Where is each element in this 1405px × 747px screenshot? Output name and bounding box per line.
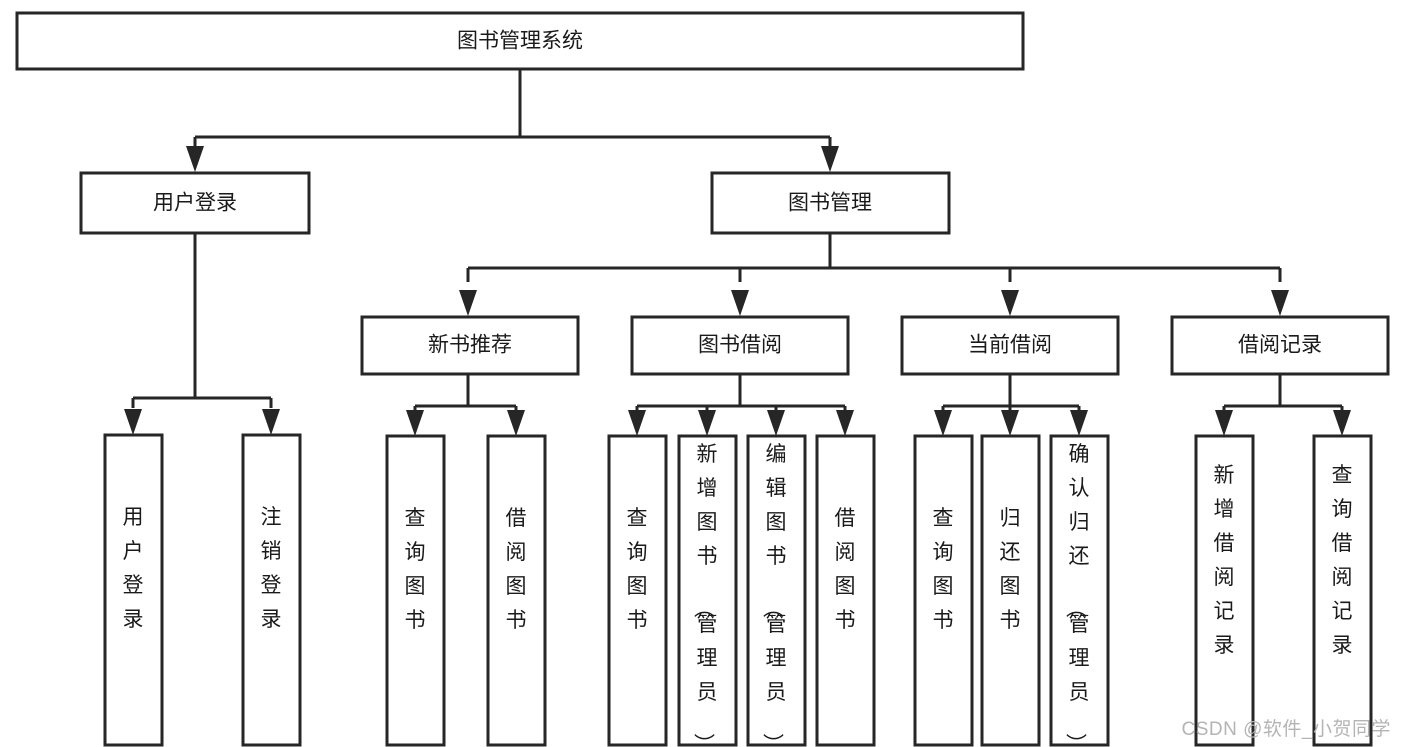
node-leaf-query-book-2[interactable]: 查询图书 [607,434,668,747]
node-leaf-borrow-book-1-box[interactable] [486,434,547,747]
node-book-borrow-label: 图书借阅 [698,334,782,357]
node-leaf-user-login-label: 用户登录 [123,506,144,631]
node-current-borrow-label: 当前借阅 [968,334,1052,357]
node-leaf-user-login-box[interactable] [103,433,164,747]
node-leaf-borrow-book-1[interactable]: 借阅图书 [486,434,547,747]
arrow-to-new-book-rec [459,290,477,316]
node-user-login-box[interactable] [79,171,311,235]
node-leaf-query-book-2-label: 查询图书 [627,507,648,632]
connector-bookmanage-to-level3 [466,233,1282,282]
arrow-to-leaf-return-book [1001,410,1019,436]
node-new-book-rec-box[interactable] [360,315,580,376]
node-leaf-confirm-return-box[interactable] [1049,434,1110,747]
arrow-to-user-login [186,146,204,172]
csdn-watermark: CSDN @软件_小贺同学 [1181,719,1391,740]
node-leaf-add-record-box[interactable] [1194,434,1255,747]
node-leaf-return-book[interactable]: 归还图书 [980,434,1041,747]
node-root[interactable]: 图书管理系统 [15,11,1025,71]
node-user-login-label: 用户登录 [153,192,237,215]
node-leaf-add-book[interactable]: 新增图书（管理员） [677,434,738,747]
node-leaf-borrow-book-2-box[interactable] [815,434,876,747]
node-book-borrow-box[interactable] [630,315,850,376]
node-leaf-query-book-3-label: 查询图书 [933,507,954,632]
node-root-label: 图书管理系统 [457,30,583,53]
node-leaf-query-record-label: 查询借阅记录 [1332,464,1353,657]
node-leaf-user-login[interactable]: 用户登录 [103,433,164,747]
node-leaf-edit-book-label: 编辑图书（管理员） [761,443,787,747]
node-leaf-query-book-3-box[interactable] [913,434,974,747]
arrow-to-book-borrow [731,290,749,316]
node-leaf-query-record-box[interactable] [1312,434,1373,747]
node-borrow-record-box[interactable] [1170,315,1390,376]
node-leaf-borrow-book-2[interactable]: 借阅图书 [815,434,876,747]
arrow-to-leaf-query-record [1333,410,1351,436]
node-current-borrow-box[interactable] [900,315,1120,376]
node-current-borrow[interactable]: 当前借阅 [900,315,1120,376]
node-new-book-rec-label: 新书推荐 [428,334,512,357]
node-leaf-user-logout-label: 注销登录 [261,506,282,631]
connector-root-to-level2 [193,69,832,148]
node-leaf-query-book-3[interactable]: 查询图书 [913,434,974,747]
node-leaf-edit-book[interactable]: 编辑图书（管理员） [746,434,807,747]
node-leaf-add-record-label: 新增借阅记录 [1214,464,1235,657]
arrow-to-book-manage [821,146,839,172]
node-leaf-borrow-book-1-label: 借阅图书 [506,507,527,632]
node-leaf-user-logout[interactable]: 注销登录 [241,433,302,747]
arrow-to-leaf-edit-book [767,410,785,436]
node-new-book-rec[interactable]: 新书推荐 [360,315,580,376]
node-leaf-query-book-1[interactable]: 查询图书 [385,434,446,747]
arrow-to-leaf-add-record [1215,410,1233,436]
node-leaf-borrow-book-2-label: 借阅图书 [835,507,856,632]
connector-newbookrec-to-leaves [413,374,518,412]
connector-currentborrow-to-leaves [941,374,1081,412]
node-leaf-add-book-label: 新增图书（管理员） [692,443,718,747]
node-book-manage-label: 图书管理 [788,192,872,215]
arrow-to-leaf-add-book [698,410,716,436]
arrow-to-leaf-borrow-book-1 [507,410,525,436]
node-root-box[interactable] [15,11,1025,71]
node-book-manage[interactable]: 图书管理 [710,171,951,235]
node-borrow-record-label: 借阅记录 [1238,334,1322,357]
node-leaf-user-logout-box[interactable] [241,433,302,747]
arrow-to-leaf-query-book-1 [406,410,424,436]
arrow-to-leaf-user-logout [262,409,280,435]
arrow-to-leaf-query-book-2 [628,410,646,436]
node-leaf-confirm-return-label: 确认归还（管理员） [1064,443,1090,747]
connectors [124,69,1351,436]
node-leaf-query-record[interactable]: 查询借阅记录 [1312,434,1373,747]
node-leaf-edit-book-box[interactable] [746,434,807,747]
connector-bookborrow-to-leaves [635,374,847,412]
node-leaf-add-record[interactable]: 新增借阅记录 [1194,434,1255,747]
node-leaf-query-book-2-box[interactable] [607,434,668,747]
node-borrow-record[interactable]: 借阅记录 [1170,315,1390,376]
node-user-login[interactable]: 用户登录 [79,171,311,235]
arrow-to-leaf-query-book-3 [934,410,952,436]
node-leaf-confirm-return[interactable]: 确认归还（管理员） [1049,434,1110,747]
arrow-to-leaf-user-login [124,409,142,435]
arrow-to-leaf-confirm-return [1070,410,1088,436]
connector-userlogin-to-leaves [131,233,273,408]
arrow-to-current-borrow [1001,290,1019,316]
node-leaf-query-book-1-label: 查询图书 [405,507,426,632]
node-leaf-query-book-1-box[interactable] [385,434,446,747]
connector-borrowrecord-to-leaves [1222,374,1344,412]
arrow-to-leaf-borrow-book-2 [836,410,854,436]
node-leaf-add-book-box[interactable] [677,434,738,747]
node-book-borrow[interactable]: 图书借阅 [630,315,850,376]
arrow-to-borrow-record [1271,290,1289,316]
node-leaf-return-book-label: 归还图书 [1000,507,1021,632]
node-book-manage-box[interactable] [710,171,951,235]
node-leaf-return-book-box[interactable] [980,434,1041,747]
